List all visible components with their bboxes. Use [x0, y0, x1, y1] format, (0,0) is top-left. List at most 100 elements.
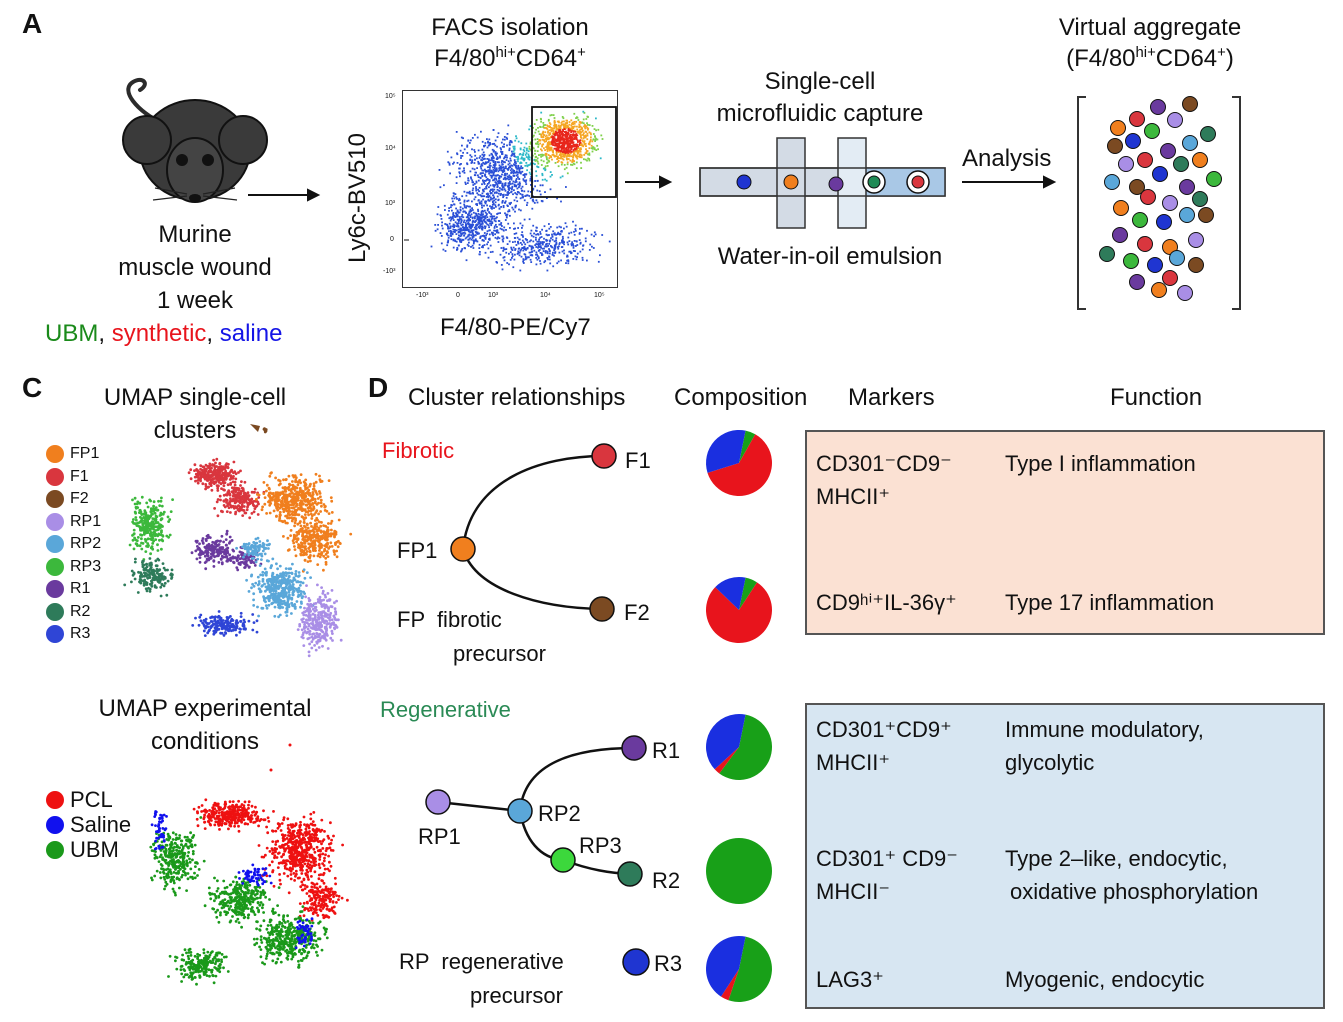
umap-point [307, 509, 311, 513]
umap-point [245, 578, 249, 582]
umap-point [139, 528, 142, 532]
umap-point [233, 483, 237, 487]
umap-point [145, 515, 148, 519]
umap-point [146, 537, 150, 541]
aggregate-cell [1200, 126, 1216, 142]
umap-point [303, 493, 306, 497]
umap-point [217, 551, 221, 555]
cluster-legend-item: FP1 [46, 445, 99, 463]
umap-point [152, 527, 156, 531]
umap-point [300, 491, 304, 495]
umap-point [154, 538, 158, 541]
umap-point [318, 555, 322, 559]
umap-point [237, 562, 241, 566]
umap-point [282, 592, 286, 596]
umap-point [327, 479, 331, 482]
umap-point [277, 492, 281, 495]
umap-point [243, 557, 247, 560]
umap-point [284, 585, 288, 588]
umap-point [263, 582, 266, 586]
umap-point [272, 588, 275, 591]
umap-point [269, 496, 272, 500]
umap-point [296, 496, 300, 500]
umap-point [223, 548, 227, 552]
umap-point [288, 513, 292, 517]
umap-point [283, 487, 286, 490]
umap-point [318, 492, 322, 495]
umap-point [285, 514, 289, 518]
umap-point [318, 490, 321, 493]
umap-point [213, 545, 217, 549]
umap-point [147, 568, 151, 572]
umap-point [228, 558, 232, 562]
umap-point [313, 525, 317, 529]
umap-point [136, 544, 140, 547]
umap-point [238, 508, 242, 512]
umap-point [212, 545, 216, 548]
umap-point [273, 499, 277, 503]
umap-point [225, 493, 229, 497]
umap-point [277, 598, 280, 602]
aggregate-cell [1112, 227, 1128, 243]
umap-point [150, 568, 154, 572]
umap-point [157, 526, 160, 529]
umap-point [270, 588, 274, 592]
umap-point [325, 537, 329, 540]
umap-point [292, 589, 296, 593]
umap-point [139, 515, 142, 519]
umap-point [218, 467, 222, 471]
umap-point [144, 516, 148, 520]
umap-point [152, 533, 156, 536]
umap-point [222, 540, 226, 544]
umap-point [231, 497, 235, 501]
umap-point [312, 487, 316, 491]
umap-point [263, 597, 267, 600]
umap-point [153, 576, 157, 579]
umap-point [293, 605, 297, 609]
umap-point [168, 518, 172, 521]
umap-point [294, 517, 297, 521]
umap-point [236, 493, 240, 497]
umap-point [306, 531, 310, 534]
umap-point [230, 556, 233, 560]
umap-point [279, 580, 283, 584]
umap-point [148, 582, 152, 586]
umap-point [156, 543, 159, 547]
umap-point [330, 519, 334, 523]
umap-point [273, 499, 277, 502]
umap-point [334, 543, 337, 546]
umap-point [277, 587, 280, 590]
umap-point [296, 537, 300, 541]
umap-point [299, 524, 303, 528]
aggregate-cell [1137, 236, 1153, 252]
umap-point [263, 427, 266, 430]
umap-point [294, 500, 298, 504]
umap-point [221, 510, 224, 514]
umap-point [283, 595, 286, 598]
umap-point [144, 511, 148, 514]
umap-point [241, 500, 245, 504]
umap-point [157, 533, 161, 537]
umap-point [216, 469, 220, 473]
umap-point [229, 497, 232, 500]
umap-point [228, 535, 232, 539]
capture-title-line-2: microfluidic capture [716, 100, 924, 127]
umap-point [276, 493, 279, 496]
umap-point [210, 543, 214, 547]
umap-point [329, 533, 333, 537]
umap-point [263, 430, 267, 434]
umap-point [338, 541, 342, 545]
umap-point [302, 490, 305, 493]
umap-point [277, 499, 280, 502]
umap-point [297, 543, 300, 546]
umap-point [216, 472, 220, 476]
umap-point [231, 490, 235, 494]
umap-point [329, 541, 333, 545]
umap-point [296, 480, 299, 484]
umap-point [307, 502, 311, 506]
umap-point [236, 554, 240, 558]
umap-point [145, 522, 149, 526]
umap-point [136, 591, 140, 594]
umap-point [276, 585, 280, 589]
umap-point [213, 477, 217, 480]
